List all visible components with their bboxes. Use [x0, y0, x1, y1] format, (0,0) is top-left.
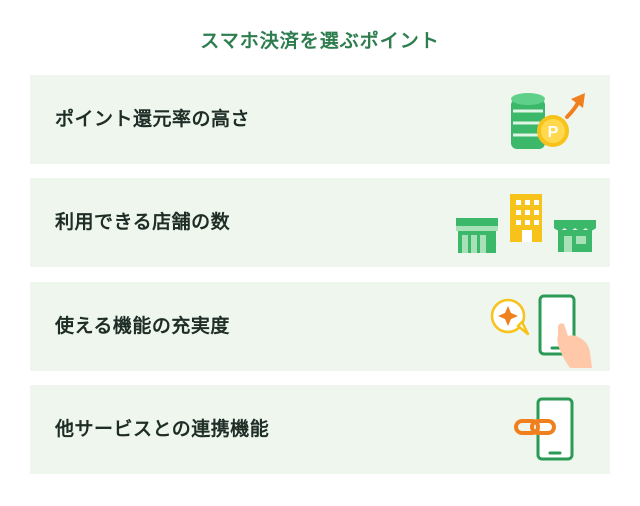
page-title: スマホ決済を選ぶポイント [200, 30, 440, 52]
point-card-features: 使える機能の充実度 [30, 282, 610, 371]
point-card-reward-rate: ポイント還元率の高さ P [30, 75, 610, 164]
point-label: ポイント還元率の高さ [55, 108, 251, 130]
point-card-store-count: 利用できる店舗の数 [30, 178, 610, 267]
point-label: 他サービスとの連携機能 [55, 418, 270, 440]
coin-stack-point-arrow-icon: P [511, 93, 585, 149]
point-label: 利用できる店舗の数 [55, 211, 231, 233]
smartphone-link-icon [514, 397, 574, 461]
point-card-integration: 他サービスとの連携機能 [30, 385, 610, 474]
stores-buildings-icon [456, 194, 596, 253]
svg-text:P: P [548, 124, 559, 141]
point-label: 使える機能の充実度 [55, 315, 230, 337]
smartphone-sparkle-icon [490, 294, 592, 368]
